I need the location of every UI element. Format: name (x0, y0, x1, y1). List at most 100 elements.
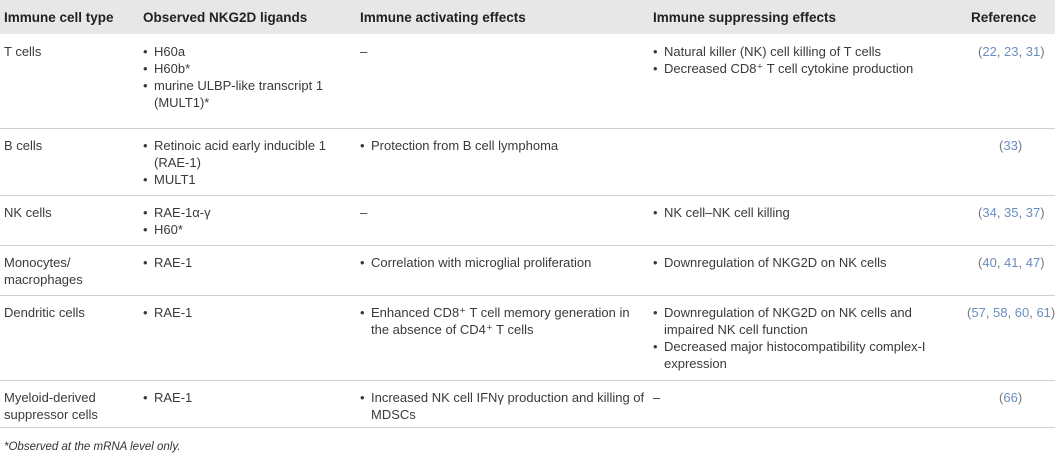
suppressing-cell: Downregulation of NKG2D on NK cells (653, 254, 953, 271)
reference-link[interactable]: 61 (1036, 305, 1051, 320)
paren-close: ) (1050, 305, 1055, 320)
ref-separator: , (996, 44, 1005, 59)
list-item: Enhanced CD8⁺ T cell memory generation i… (360, 304, 645, 338)
ref-separator: , (1007, 305, 1015, 320)
cell-type: Myeloid-derived suppressor cells (4, 389, 134, 423)
list-item: Natural killer (NK) cell killing of T ce… (653, 43, 953, 60)
cell-type: Monocytes/macrophages (4, 254, 134, 288)
reference-link[interactable]: 57 (971, 305, 986, 320)
ligands-cell: RAE-1 (143, 304, 353, 321)
reference-link[interactable]: 37 (1025, 205, 1041, 220)
ref-separator: , (1018, 205, 1026, 220)
list-item: RAE-1 (143, 254, 353, 271)
suppressing-cell: – (653, 390, 661, 405)
list-item: Increased NK cell IFNγ production and ki… (360, 389, 645, 423)
reference-link[interactable]: 22 (982, 44, 997, 59)
ref-separator: , (985, 305, 994, 320)
cell-type: T cells (4, 43, 134, 60)
ref-separator: , (1029, 305, 1037, 320)
reference-cell: (57, 58, 60, 61) (967, 304, 1055, 321)
activating-cell: – (360, 205, 368, 220)
header-ligands: Observed NKG2D ligands (143, 10, 308, 25)
suppressing-cell: Natural killer (NK) cell killing of T ce… (653, 43, 953, 77)
list-item: murine ULBP-like transcript 1 (MULT1)* (143, 77, 353, 111)
reference-link[interactable]: 31 (1025, 44, 1041, 59)
row-divider (0, 195, 1055, 196)
ligands-cell: RAE-1α-γH60* (143, 204, 353, 238)
cell-type-line: macrophages (4, 272, 83, 287)
reference-link[interactable]: 47 (1025, 255, 1041, 270)
list-item: RAE-1 (143, 304, 353, 321)
activating-cell: Increased NK cell IFNγ production and ki… (360, 389, 645, 423)
reference-cell: (40, 41, 47) (978, 254, 1045, 271)
cell-type-line: Myeloid-derived (4, 390, 96, 405)
list-item: RAE-1α-γ (143, 204, 353, 221)
reference-link[interactable]: 41 (1004, 255, 1019, 270)
reference-cell: (66) (999, 389, 1022, 406)
header-suppressing: Immune suppressing effects (653, 10, 837, 25)
reference-link[interactable]: 33 (1003, 138, 1018, 153)
list-item: Retinoic acid early inducible 1 (RAE-1) (143, 137, 353, 171)
ref-separator: , (1018, 255, 1026, 270)
reference-link[interactable]: 40 (982, 255, 997, 270)
row-divider (0, 380, 1055, 381)
ligands-cell: Retinoic acid early inducible 1 (RAE-1)M… (143, 137, 353, 188)
paren-close: ) (1040, 44, 1045, 59)
list-item: Correlation with microglial proliferatio… (360, 254, 645, 271)
table-footnote: *Observed at the mRNA level only. (4, 441, 181, 453)
paren-open: ( (999, 390, 1004, 405)
cell-type-line: B cells (4, 138, 43, 153)
reference-link[interactable]: 66 (1003, 390, 1018, 405)
row-divider (0, 295, 1055, 296)
ref-separator: , (996, 205, 1005, 220)
cell-type-line: Monocytes/ (4, 255, 71, 270)
table-header: Immune cell type Observed NKG2D ligands … (0, 0, 1055, 34)
ligands-cell: RAE-1 (143, 254, 353, 271)
list-item: H60b* (143, 60, 353, 77)
reference-link[interactable]: 35 (1004, 205, 1019, 220)
cell-type-line: suppressor cells (4, 407, 98, 422)
reference-link[interactable]: 58 (993, 305, 1008, 320)
activating-cell: Protection from B cell lymphoma (360, 137, 645, 154)
header-cell-type: Immune cell type (4, 10, 114, 25)
activating-cell: Correlation with microglial proliferatio… (360, 254, 645, 271)
reference-link[interactable]: 23 (1004, 44, 1019, 59)
reference-cell: (22, 23, 31) (978, 43, 1045, 60)
cell-type-line: T cells (4, 44, 42, 59)
paren-close: ) (1040, 205, 1045, 220)
ref-separator: , (996, 255, 1005, 270)
cell-type: B cells (4, 137, 134, 154)
row-divider (0, 128, 1055, 129)
list-item: Downregulation of NKG2D on NK cells and … (653, 304, 953, 338)
list-item: Protection from B cell lymphoma (360, 137, 645, 154)
cell-type: Dendritic cells (4, 304, 134, 321)
row-divider (0, 427, 1055, 428)
paren-open: ( (978, 205, 983, 220)
list-item: NK cell–NK cell killing (653, 204, 953, 221)
row-divider (0, 245, 1055, 246)
paren-open: ( (978, 44, 983, 59)
list-item: RAE-1 (143, 389, 353, 406)
reference-cell: (34, 35, 37) (978, 204, 1045, 221)
ligands-cell: H60aH60b*murine ULBP-like transcript 1 (… (143, 43, 353, 111)
list-item: H60a (143, 43, 353, 60)
paren-close: ) (1040, 255, 1045, 270)
reference-link[interactable]: 60 (1014, 305, 1030, 320)
suppressing-cell: Downregulation of NKG2D on NK cells and … (653, 304, 953, 372)
cell-type-line: Dendritic cells (4, 305, 85, 320)
header-reference: Reference (971, 10, 1037, 25)
cell-type-line: NK cells (4, 205, 52, 220)
list-item: Decreased major histocompatibility compl… (653, 338, 953, 372)
paren-open: ( (978, 255, 983, 270)
paren-close: ) (1017, 390, 1023, 405)
ref-separator: , (1018, 44, 1026, 59)
suppressing-cell: NK cell–NK cell killing (653, 204, 953, 221)
header-activating: Immune activating effects (360, 10, 526, 25)
activating-cell: – (360, 44, 368, 59)
reference-link[interactable]: 34 (982, 205, 997, 220)
paren-open: ( (967, 305, 972, 320)
activating-cell: Enhanced CD8⁺ T cell memory generation i… (360, 304, 645, 338)
ligands-cell: RAE-1 (143, 389, 353, 406)
cell-type: NK cells (4, 204, 134, 221)
